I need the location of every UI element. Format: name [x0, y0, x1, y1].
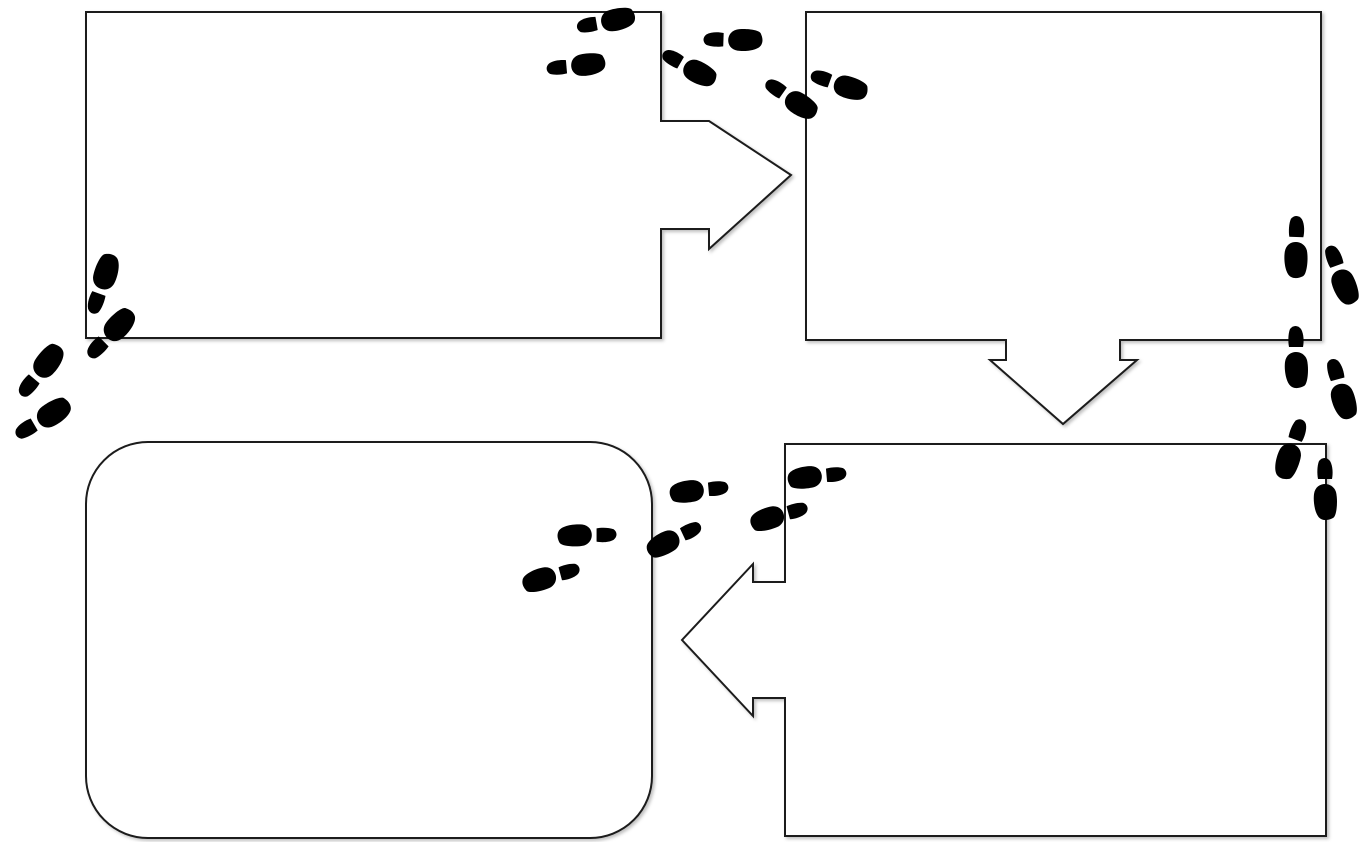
box-1-shape — [85, 11, 793, 339]
footprint-icon — [703, 27, 763, 52]
box-1 — [85, 11, 793, 339]
footprint-icon — [1321, 355, 1360, 422]
footprint-icon — [11, 339, 70, 403]
footprint-icon — [10, 393, 76, 445]
box-4 — [85, 441, 653, 839]
box-3 — [680, 443, 1327, 837]
footprint-icon — [1319, 241, 1363, 309]
box-4-shape — [85, 441, 653, 839]
box-3-shape — [680, 443, 1327, 837]
footprint-icon — [668, 476, 730, 505]
box-2-shape — [805, 11, 1322, 426]
box-2 — [805, 11, 1322, 426]
footprint-icon — [657, 42, 721, 92]
